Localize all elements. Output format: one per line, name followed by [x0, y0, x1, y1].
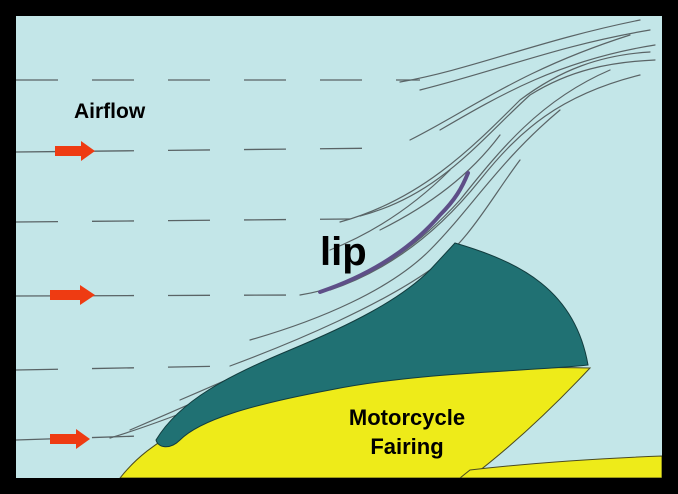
streamline: [16, 294, 301, 297]
streamline: [379, 134, 501, 231]
streamline: [399, 19, 641, 83]
fairing-upper-teal: [155, 242, 589, 448]
right-arrow-icon: [55, 141, 95, 161]
streamline: [249, 109, 561, 341]
streamline: [16, 147, 391, 153]
streamline: [16, 365, 231, 371]
lip-label: lip: [320, 230, 367, 274]
airflow-label: Airflow: [74, 100, 146, 123]
streamline: [329, 74, 641, 291]
streamlines-straight: [16, 79, 420, 441]
streamline: [16, 435, 141, 441]
streamline: [329, 169, 451, 251]
streamline: [359, 59, 656, 217]
streamline: [409, 34, 631, 141]
fairing-label-line2: Fairing: [370, 434, 443, 459]
streamline: [439, 44, 656, 131]
fairing-label-line1: Motorcycle: [349, 405, 465, 430]
right-arrow-icon: [50, 429, 90, 449]
fairing-windscreen-strip: [459, 455, 662, 478]
lip-strip: [318, 171, 470, 294]
streamline: [16, 218, 351, 223]
right-arrow-icon: [50, 285, 95, 305]
streamline: [339, 51, 651, 223]
streamline: [419, 29, 651, 91]
airflow-arrows: [50, 141, 95, 449]
